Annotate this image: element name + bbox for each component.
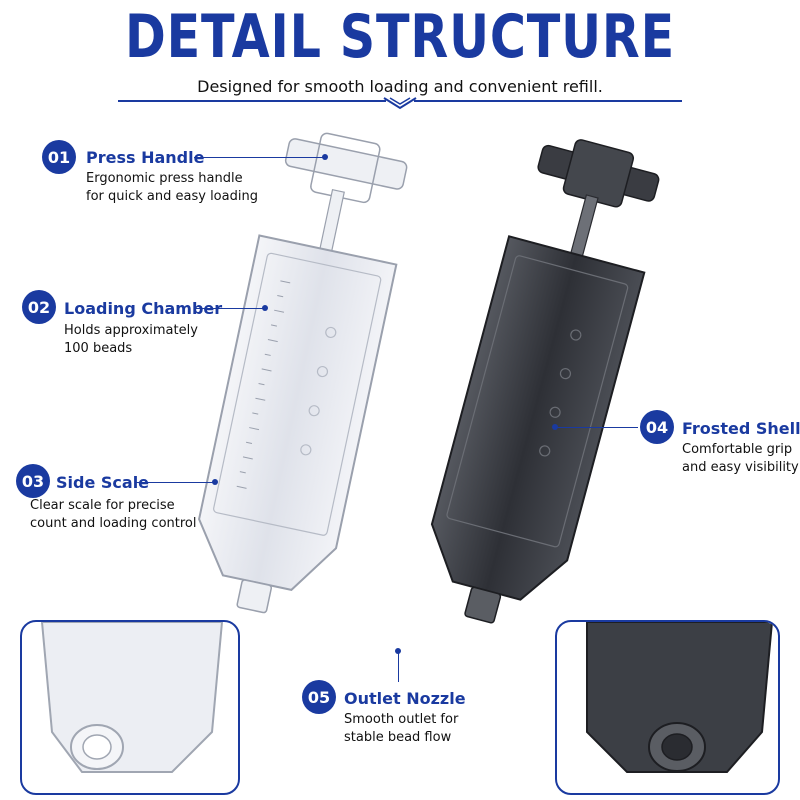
dark-nozzle-inset (555, 620, 780, 795)
callout-04-title: Frosted Shell (682, 419, 800, 438)
callout-01-badge: 01 (42, 140, 76, 174)
callout-02-leader (196, 308, 264, 309)
callout-03-leader (136, 482, 214, 483)
callout-05-dot (395, 648, 401, 654)
callout-04-leader (556, 427, 638, 428)
dark-loader-image (430, 139, 660, 624)
callout-01-leader (194, 157, 324, 158)
callout-03-title: Side Scale (56, 473, 150, 492)
dark-nozzle-image (586, 622, 774, 773)
page-subtitle: Designed for smooth loading and convenie… (197, 77, 603, 96)
callout-01-dot (322, 154, 328, 160)
callout-02-badge: 02 (22, 290, 56, 324)
clear-loader-image (198, 132, 408, 614)
page-title: DETAIL STRUCTURE (124, 2, 676, 72)
clear-nozzle-image (40, 622, 224, 773)
callout-04-badge: 04 (640, 410, 674, 444)
callout-02-title: Loading Chamber (64, 299, 223, 318)
callout-05-leader (398, 652, 399, 682)
callout-05-badge: 05 (302, 680, 336, 714)
callout-05-title: Outlet Nozzle (344, 689, 466, 708)
chevron-down-icon (383, 97, 417, 110)
clear-nozzle-inset (20, 620, 240, 795)
callout-02-dot (262, 305, 268, 311)
callout-04-dot (552, 424, 558, 430)
header-rule-right (414, 100, 682, 102)
callout-01-title: Press Handle (86, 148, 205, 167)
callout-03-badge: 03 (16, 464, 50, 498)
header-rule-left (118, 100, 386, 102)
callout-03-dot (212, 479, 218, 485)
